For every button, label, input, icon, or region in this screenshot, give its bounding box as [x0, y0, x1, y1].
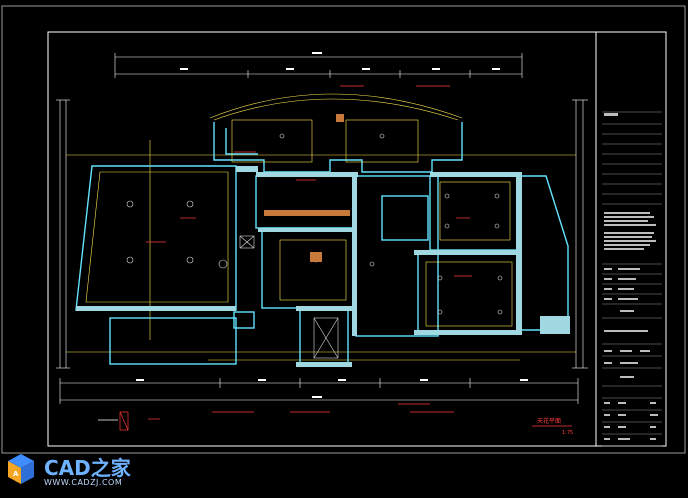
ceiling-reference-lines — [66, 93, 576, 361]
wall-fill — [76, 166, 570, 367]
drawing-title: 天花平面 — [537, 418, 562, 425]
dimension-lines-top — [114, 53, 523, 78]
dimension-values — [136, 52, 528, 398]
dimension-lines-bottom — [59, 378, 579, 404]
hatch-strips — [264, 114, 350, 262]
cad-home-logo-icon: A — [8, 454, 34, 484]
svg-text:A: A — [13, 470, 19, 478]
watermark-brand: CAD之家 — [44, 456, 131, 480]
annotation-marks — [146, 85, 472, 420]
watermark-url: WWW.CADZJ.COM — [44, 478, 123, 487]
light-fixtures — [126, 133, 503, 359]
outer-border — [1, 5, 686, 454]
ceiling-outline — [85, 119, 513, 327]
title-block-rows — [602, 111, 662, 447]
dimension-lines-sides — [56, 99, 588, 369]
title-block-frame — [595, 31, 667, 447]
drawing-scale: 1:75 — [562, 430, 574, 436]
legend-symbol — [98, 411, 129, 431]
title-block-text-blocks — [604, 113, 658, 440]
